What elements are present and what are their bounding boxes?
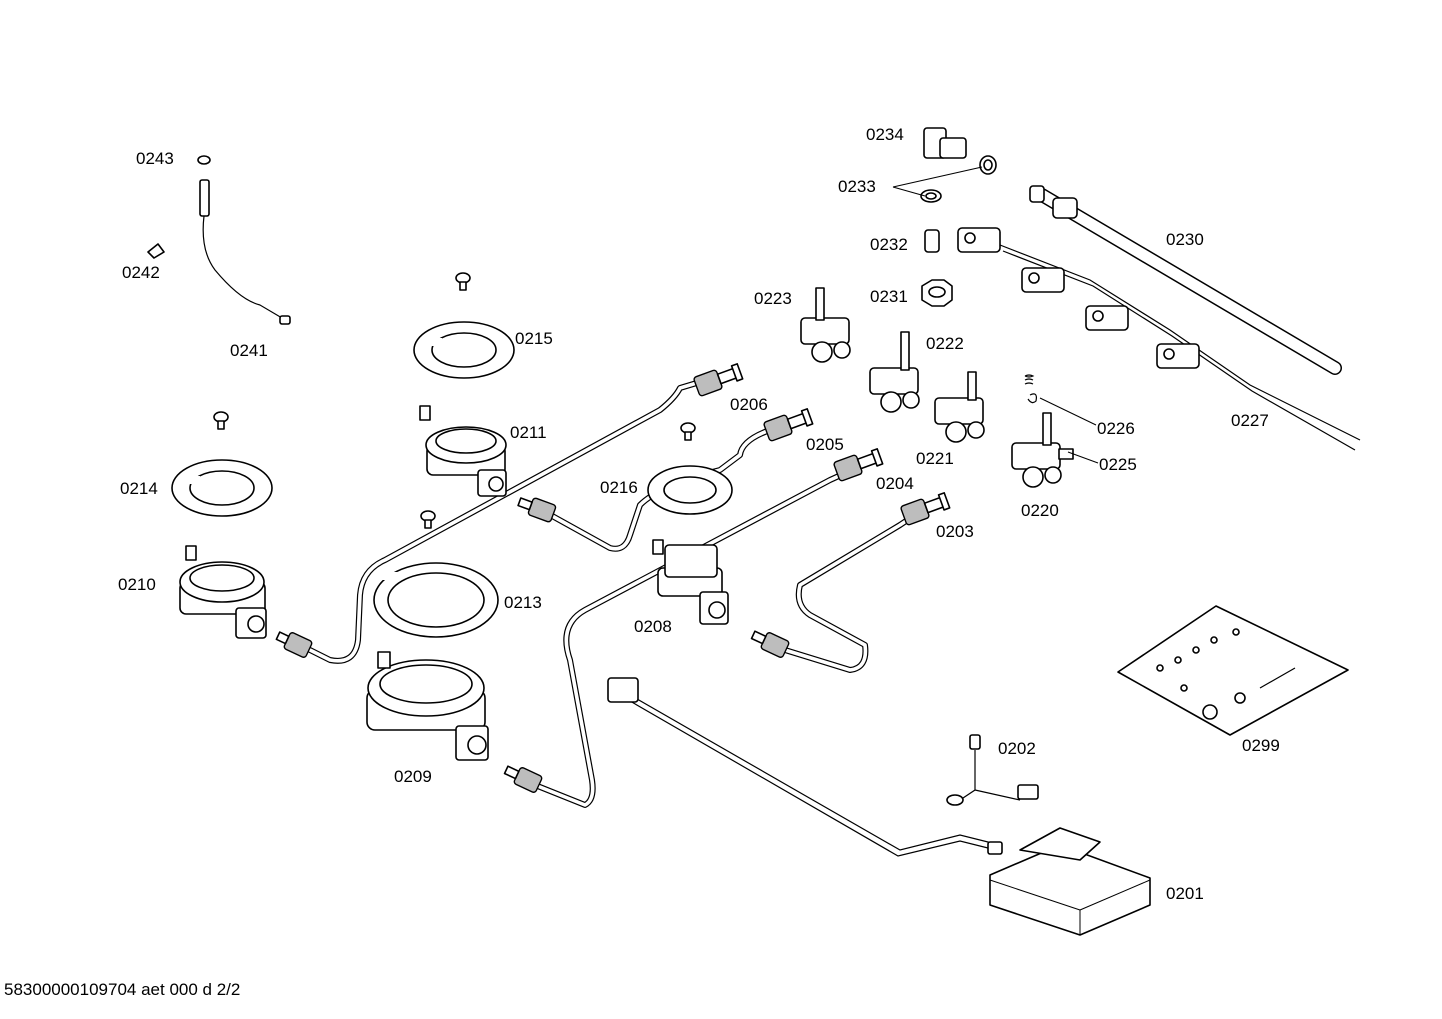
label-0222: 0222 xyxy=(926,334,964,353)
burner-housing-0210 xyxy=(179,545,267,639)
label-0213: 0213 xyxy=(504,593,542,612)
burner-housing-0211 xyxy=(419,405,507,497)
label-0242: 0242 xyxy=(122,263,160,282)
label-0230: 0230 xyxy=(1166,230,1204,249)
label-0211: 0211 xyxy=(510,423,547,442)
part-labels: 0243 0242 0241 0215 0211 0214 0210 0213 … xyxy=(118,125,1280,903)
label-0241: 0241 xyxy=(230,341,268,360)
label-0243: 0243 xyxy=(136,149,174,168)
wiring-harness-0202 xyxy=(607,677,1039,857)
burner-housing-0209 xyxy=(366,651,489,761)
ignition-module-0201 xyxy=(989,827,1151,936)
gasket-0215 xyxy=(413,321,515,379)
leader-lines xyxy=(892,166,1099,464)
gas-rail-0230 xyxy=(1029,185,1342,375)
gas-pipes xyxy=(297,379,918,808)
nut-0231 xyxy=(921,279,953,307)
label-0204: 0204 xyxy=(876,474,914,493)
label-0202: 0202 xyxy=(998,739,1036,758)
label-0210: 0210 xyxy=(118,575,156,594)
washer-0233 xyxy=(920,155,997,203)
parts-bag-0299 xyxy=(1117,605,1349,736)
label-0209: 0209 xyxy=(394,767,432,786)
label-0233: 0233 xyxy=(838,177,876,196)
thermocouple-0241 xyxy=(147,155,291,325)
screws xyxy=(213,272,696,529)
label-0299: 0299 xyxy=(1242,736,1280,755)
ignition-harness-0227 xyxy=(957,227,1361,451)
label-0225: 0225 xyxy=(1099,455,1137,474)
label-0208: 0208 xyxy=(634,617,672,636)
label-0214: 0214 xyxy=(120,479,158,498)
gasket-0216 xyxy=(647,465,733,515)
label-0234: 0234 xyxy=(866,125,904,144)
nozzle-0232 xyxy=(924,229,940,253)
label-0206: 0206 xyxy=(730,395,768,414)
pipe-fittings xyxy=(275,363,951,793)
label-0231: 0231 xyxy=(870,287,908,306)
label-0223: 0223 xyxy=(754,289,792,308)
gasket-0213 xyxy=(373,562,499,638)
spring-0226 xyxy=(1024,374,1037,404)
label-0221: 0221 xyxy=(916,449,954,468)
burner-housing-0208 xyxy=(652,539,729,625)
label-0232: 0232 xyxy=(870,235,908,254)
gasket-0214 xyxy=(171,459,273,517)
label-0226: 0226 xyxy=(1097,419,1135,438)
label-0220: 0220 xyxy=(1021,501,1059,520)
label-0216: 0216 xyxy=(600,478,638,497)
elbow-fitting-0234 xyxy=(923,127,967,159)
label-0203: 0203 xyxy=(936,522,974,541)
label-0215: 0215 xyxy=(515,329,553,348)
label-0227: 0227 xyxy=(1231,411,1269,430)
document-id-footer: 58300000109704 aet 000 d 2/2 xyxy=(4,980,241,999)
gas-valves xyxy=(800,287,1074,488)
label-0201: 0201 xyxy=(1166,884,1204,903)
label-0205: 0205 xyxy=(806,435,844,454)
